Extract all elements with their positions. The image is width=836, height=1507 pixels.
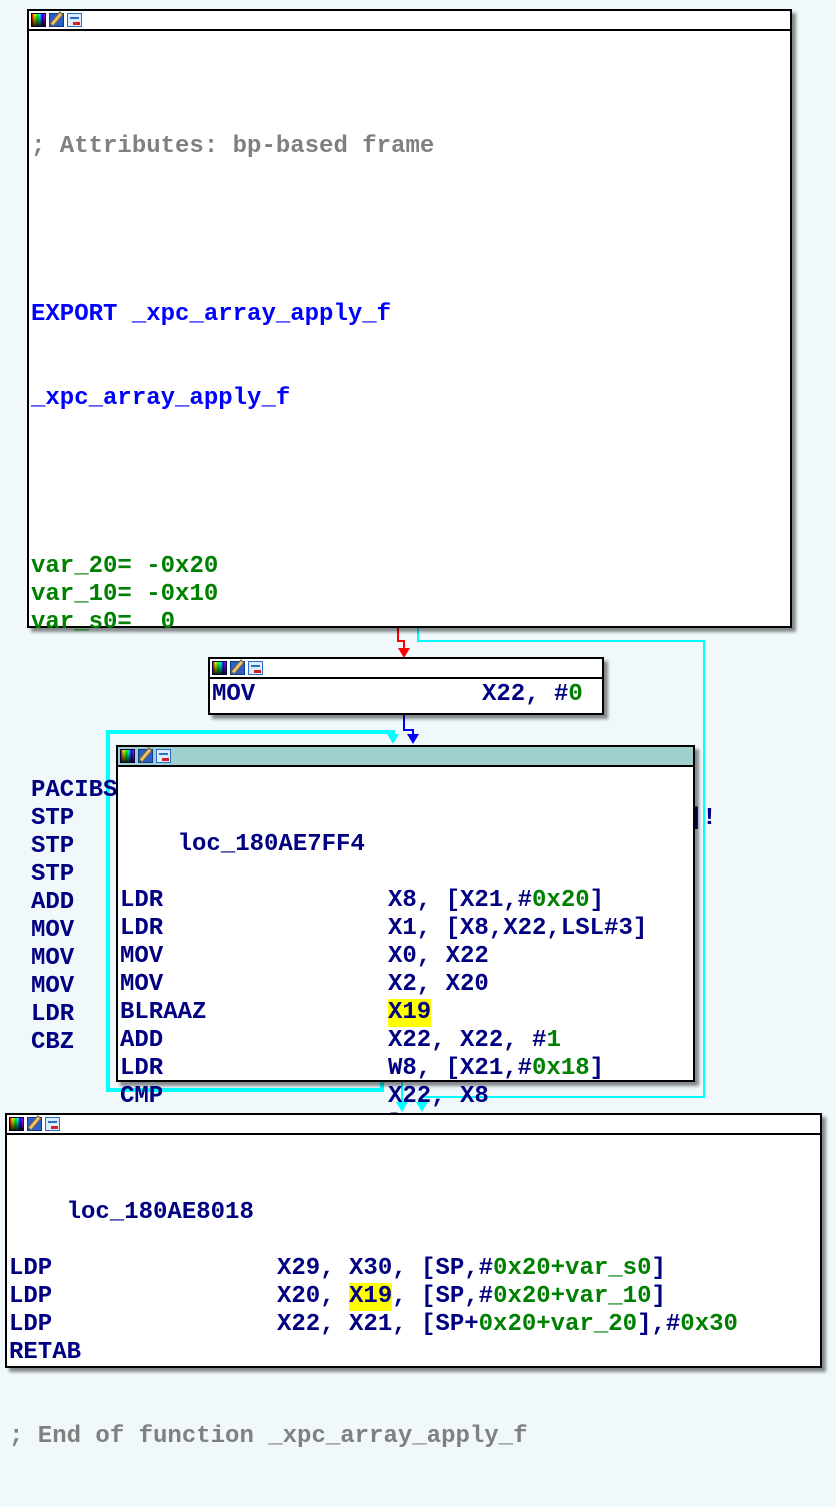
block-init[interactable]: MOV X22, #0 <box>208 657 604 715</box>
instruction-row[interactable]: RETAB <box>9 1339 820 1367</box>
stack-var-row[interactable]: var_s0= 0 <box>31 609 790 637</box>
numeric-operand: 0x18 <box>532 1055 590 1082</box>
instruction-row[interactable]: LDR W8, [X21,#0x18] <box>120 1055 693 1083</box>
mnemonic: RETAB <box>9 1339 82 1366</box>
mnemonic: CMP <box>120 1083 164 1110</box>
operand: X1, [X8,X22,LSL#3] <box>388 915 648 942</box>
operand: X22, X22, # <box>388 1027 547 1054</box>
block-entry[interactable]: ; Attributes: bp-based frame EXPORT _xpc… <box>27 9 792 1056</box>
operand: X22, X8 <box>388 1083 489 1110</box>
end-function-comment: ; End of function _xpc_array_apply_f <box>9 1423 528 1450</box>
mnemonic: LDP <box>9 1255 53 1282</box>
instruction-row[interactable]: LDR X1, [X8,X22,LSL#3] <box>120 915 693 943</box>
stack-var-row[interactable]: var_20= -0x20 <box>31 553 790 581</box>
operand: W8, [X21,# <box>388 1055 533 1082</box>
mnemonic: LDR <box>120 1055 164 1082</box>
mnemonic: MOV <box>31 973 75 1000</box>
mnemonic: ADD <box>120 1027 164 1054</box>
instruction-row[interactable]: LDP X29, X30, [SP,#0x20+var_s0] <box>9 1255 820 1283</box>
mnemonic: MOV <box>31 945 75 972</box>
graph-icon[interactable] <box>67 13 82 27</box>
stack-var-value: -0x20 <box>131 553 219 580</box>
exit-label[interactable]: loc_180AE8018 <box>66 1199 254 1226</box>
pencil-icon[interactable] <box>27 1117 42 1131</box>
mnemonic: BLRAAZ <box>120 999 207 1026</box>
block-header <box>7 1115 820 1135</box>
operand: ] <box>651 1283 666 1310</box>
mnemonic: PACIBSP <box>31 777 132 804</box>
instruction-row[interactable]: MOV X2, X20 <box>120 971 693 999</box>
mnemonic: MOV <box>120 971 164 998</box>
mnemonic: LDR <box>120 887 164 914</box>
instruction-row[interactable]: ADD X22, X22, #1 <box>120 1027 693 1055</box>
loop-label[interactable]: loc_180AE7FF4 <box>177 831 365 858</box>
instruction-row[interactable]: LDR X8, [X21,#0x20] <box>120 887 693 915</box>
instruction-row[interactable]: BLRAAZ X19 <box>120 999 693 1027</box>
operand: X22, # <box>482 681 569 708</box>
mnemonic: LDR <box>31 1001 75 1028</box>
operand: X22, X21, [SP+ <box>277 1311 479 1338</box>
operand: ] <box>589 1055 605 1082</box>
stack-var-value: -0x10 <box>131 581 219 608</box>
mnemonic: MOV <box>212 681 256 708</box>
instruction-row[interactable]: PACIBSP <box>31 777 790 805</box>
instruction-row[interactable]: MOV X0, X22 <box>120 943 693 971</box>
mnemonic: CBZ <box>31 1029 75 1056</box>
stack-var-name: var_10= <box>31 581 132 608</box>
numeric-operand: 0x20+var_s0 <box>493 1255 652 1282</box>
block-header-selected <box>118 747 693 767</box>
operand: ] <box>589 887 605 914</box>
instruction-row[interactable]: MOV X22, #0 <box>212 681 602 709</box>
highlighted-register[interactable]: X19 <box>349 1283 393 1311</box>
stack-var-value: 0 <box>131 609 176 636</box>
mnemonic: STP <box>31 861 75 888</box>
mnemonic: LDR <box>120 915 164 942</box>
stack-var-name: var_20= <box>31 553 132 580</box>
function-name[interactable]: _xpc_array_apply_f <box>31 385 291 412</box>
numeric-operand: 0 <box>568 681 583 708</box>
graph-icon[interactable] <box>45 1117 60 1131</box>
graph-icon[interactable] <box>156 749 171 763</box>
highlighted-register[interactable]: X19 <box>388 999 432 1027</box>
instruction-row[interactable]: LDP X22, X21, [SP+0x20+var_20],#0x30 <box>9 1311 820 1339</box>
operand: X29, X30, [SP,# <box>277 1255 494 1282</box>
attributes-comment: ; Attributes: bp-based frame <box>31 133 435 160</box>
numeric-operand: 0x30 <box>680 1311 738 1338</box>
mnemonic: LDP <box>9 1311 53 1338</box>
graph-icon[interactable] <box>248 661 263 675</box>
block-loop[interactable]: loc_180AE7FF4 LDR X8, [X21,#0x20] LDR X1, [… <box>116 745 695 1138</box>
pencil-icon[interactable] <box>138 749 153 763</box>
pencil-icon[interactable] <box>49 13 64 27</box>
palette-icon[interactable] <box>212 661 227 675</box>
operand: X8, [X21,# <box>388 887 533 914</box>
mnemonic: STP <box>31 833 75 860</box>
palette-icon[interactable] <box>9 1117 24 1131</box>
mnemonic: STP <box>31 805 75 832</box>
operand: X20, <box>277 1283 350 1310</box>
palette-icon[interactable] <box>120 749 135 763</box>
operand: , [SP,# <box>392 1283 494 1310</box>
mnemonic: ADD <box>31 889 75 916</box>
palette-icon[interactable] <box>31 13 46 27</box>
instruction-row[interactable]: CMP X22, X8 <box>120 1083 693 1111</box>
block-header <box>210 659 602 679</box>
instruction-row[interactable]: LDP X20, X19, [SP,#0x20+var_10] <box>9 1283 820 1311</box>
numeric-operand: 0x20 <box>532 887 590 914</box>
mnemonic: MOV <box>120 943 164 970</box>
numeric-operand: 1 <box>546 1027 561 1054</box>
export-line[interactable]: EXPORT _xpc_array_apply_f <box>31 301 392 328</box>
numeric-operand: 0x20+var_10 <box>493 1283 652 1310</box>
numeric-operand: 0x20+var_20 <box>478 1311 638 1338</box>
operand: ] <box>651 1255 666 1282</box>
operand: X0, X22 <box>388 943 489 970</box>
mnemonic: MOV <box>31 917 75 944</box>
stack-var-name: var_s0= <box>31 609 132 636</box>
stack-var-row[interactable]: var_10= -0x10 <box>31 581 790 609</box>
mnemonic: LDP <box>9 1283 53 1310</box>
pencil-icon[interactable] <box>230 661 245 675</box>
operand: ],# <box>637 1311 681 1338</box>
block-header <box>29 11 790 31</box>
operand: X2, X20 <box>388 971 489 998</box>
